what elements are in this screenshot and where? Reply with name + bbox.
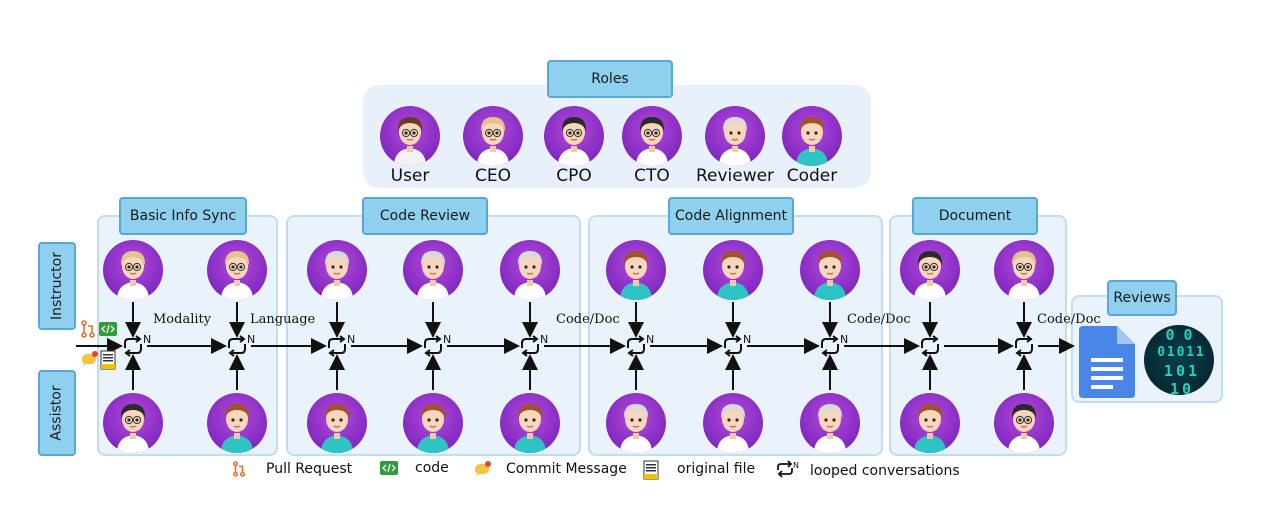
loop-icon-9 <box>1015 335 1033 357</box>
roles-tag: Roles <box>547 60 673 98</box>
loop-marker-5: N <box>646 333 654 346</box>
loop-icon-0 <box>124 335 142 357</box>
loop-marker-3: N <box>443 333 451 346</box>
role-label-cpo: CPO <box>556 166 592 186</box>
flow-assistor-avatar-coder <box>207 393 267 453</box>
flow-instructor-avatar-reviewer <box>500 240 560 300</box>
flow-instructor-avatar-ceo <box>994 240 1054 300</box>
flow-instructor-avatar-cto <box>900 240 960 300</box>
phase-tag-basic-info-sync: Basic Info Sync <box>119 197 247 235</box>
flow-assistor-avatar-reviewer <box>703 393 763 453</box>
binary-code-icon: 0 0 0 1 0 1 1 1 0 1 1 0 <box>1144 325 1214 395</box>
role-label-reviewer: Reviewer <box>695 166 775 186</box>
loop-marker-6: N <box>743 333 751 346</box>
role-avatar-cpo <box>544 106 604 166</box>
loop-icon-4 <box>521 335 539 357</box>
role-label-ceo: CEO <box>475 166 511 186</box>
flow-instructor-avatar-coder <box>800 240 860 300</box>
legend-looped-conversation-label: looped conversations <box>810 463 960 479</box>
flow-instructor-avatar-coder <box>703 240 763 300</box>
flow-assistor-avatar-reviewer <box>800 393 860 453</box>
flow-assistor-avatar-cpo <box>103 393 163 453</box>
original-file-icon <box>100 350 116 370</box>
role-avatar-ceo <box>463 106 523 166</box>
flow-assistor-avatar-reviewer <box>606 393 666 453</box>
loop-icon-5 <box>627 335 645 357</box>
flow-instructor-avatar-reviewer <box>307 240 367 300</box>
edge-label-modality: Modality <box>153 312 212 327</box>
phase-tag-document: Document <box>912 197 1038 235</box>
binary-line-1: 0 0 <box>1165 326 1193 344</box>
loop-icon-7 <box>821 335 839 357</box>
legend-code-icon <box>380 461 398 475</box>
edge-label-language: Language <box>250 312 316 327</box>
commit-message-icon <box>82 351 98 366</box>
loop-icon-6 <box>724 335 742 357</box>
flow-assistor-avatar-cpo <box>994 393 1054 453</box>
role-avatar-coder <box>782 106 842 166</box>
legend-looped-conversation-icon: N <box>777 460 799 478</box>
svg-text:N: N <box>793 461 799 470</box>
code-icon <box>99 322 117 336</box>
loop-icon-8 <box>921 335 939 357</box>
loop-icon-3 <box>424 335 442 357</box>
edge-label-code-doc-1: Code/Doc <box>556 312 620 327</box>
loop-marker-1: N <box>247 333 255 346</box>
role-avatar-reviewer <box>705 106 765 166</box>
flow-assistor-avatar-coder <box>900 393 960 453</box>
binary-line-2: 0 1 0 1 1 <box>1157 345 1203 360</box>
role-avatar-cto <box>622 106 682 166</box>
loop-marker-2: N <box>347 333 355 346</box>
loop-icon-2 <box>328 335 346 357</box>
flow-assistor-avatar-coder <box>403 393 463 453</box>
role-avatar-user <box>380 106 440 166</box>
role-label-coder: Coder <box>786 166 838 186</box>
flow-instructor-avatar-ceo <box>207 240 267 300</box>
pull-request-icon <box>81 320 95 338</box>
loop-icon-1 <box>228 335 246 357</box>
edge-label-code-doc-2: Code/Doc <box>847 312 911 327</box>
loop-marker-4: N <box>540 333 548 346</box>
flow-assistor-avatar-coder <box>307 393 367 453</box>
instructor-label: Instructor <box>38 242 76 330</box>
flow-instructor-avatar-ceo <box>103 240 163 300</box>
phase-tag-reviews: Reviews <box>1107 280 1177 316</box>
loop-marker-0: N <box>143 333 151 346</box>
legend-code-label: code <box>415 460 449 476</box>
legend-commit-message-icon <box>475 461 491 476</box>
role-label-user: User <box>390 166 430 186</box>
legend-pull-request-label: Pull Request <box>266 461 353 477</box>
phase-tag-code-alignment: Code Alignment <box>668 197 794 235</box>
loop-marker-7: N <box>840 333 848 346</box>
phase-tag-code-review: Code Review <box>362 197 488 235</box>
binary-line-4: 1 0 <box>1169 380 1191 395</box>
binary-line-3: 1 0 1 <box>1163 362 1197 380</box>
edge-label-code-doc-3: Code/Doc <box>1037 312 1101 327</box>
assistor-label: Assistor <box>38 370 76 456</box>
legend-original-file-label: original file <box>677 461 756 477</box>
flow-instructor-avatar-reviewer <box>403 240 463 300</box>
role-label-cto: CTO <box>634 166 670 186</box>
flow-assistor-avatar-coder <box>500 393 560 453</box>
document-icon <box>1079 326 1135 398</box>
flow-instructor-avatar-coder <box>606 240 666 300</box>
legend-commit-message-label: Commit Message <box>506 461 627 477</box>
legend-pull-request-icon <box>232 461 246 477</box>
legend-original-file-icon <box>643 460 659 480</box>
